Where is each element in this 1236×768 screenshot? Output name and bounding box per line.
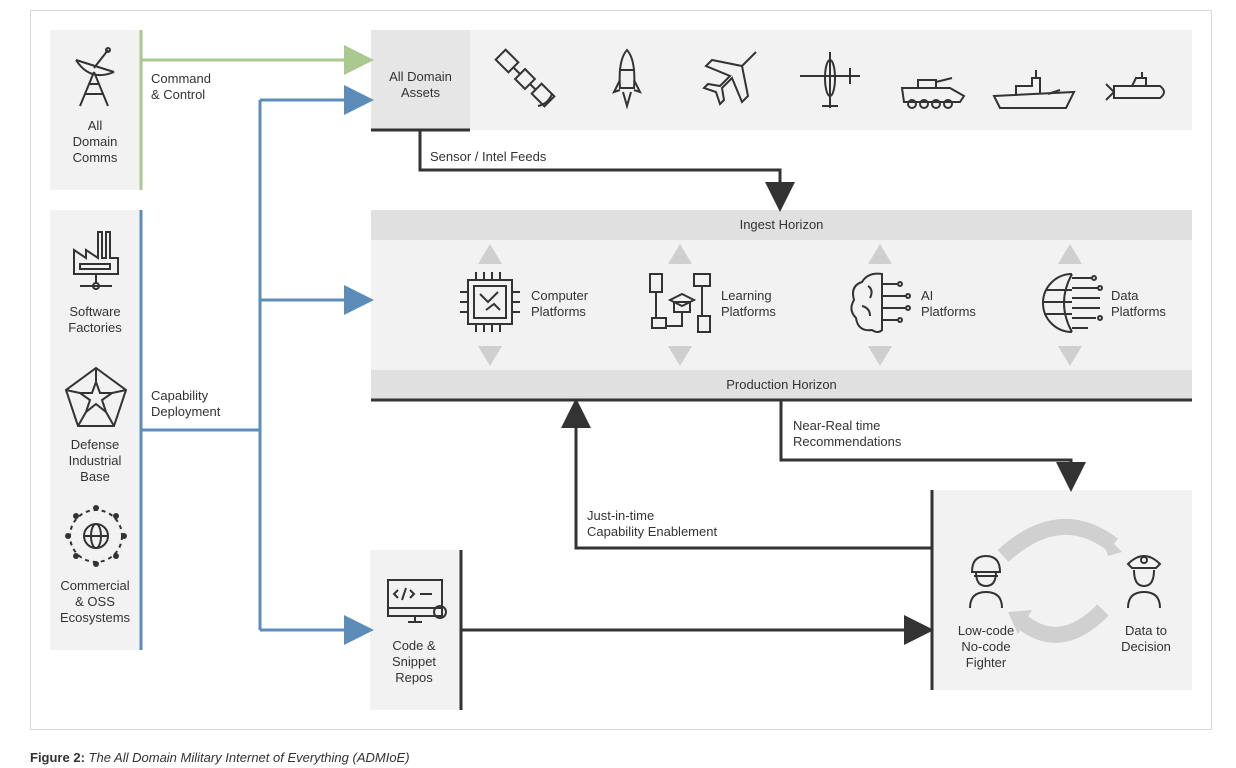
- rocket-icon: [612, 48, 642, 110]
- cycle-arrow-bottom: [1014, 604, 1109, 643]
- factory-icon: [73, 231, 119, 290]
- figure-frame: [30, 10, 1212, 730]
- assets-title-panel: [371, 30, 470, 130]
- command-control-label: Command& Control: [151, 71, 211, 102]
- caption-label: Figure 2:: [30, 750, 85, 765]
- satellite-icon: [494, 48, 556, 108]
- globe-network-icon: [65, 505, 127, 567]
- fighter-jet-icon: [702, 51, 757, 106]
- drone-icon: [800, 52, 860, 108]
- platforms-panel: [371, 210, 1192, 400]
- code-monitor-icon: [387, 579, 447, 623]
- network-learning-icon: [649, 273, 711, 333]
- warship-icon: [992, 70, 1076, 109]
- comms-panel: [50, 30, 140, 190]
- caption-text: The All Domain Military Internet of Ever…: [88, 750, 410, 765]
- pentagon-star-icon: [64, 366, 128, 427]
- sensor-feeds-label: Sensor / Intel Feeds: [430, 149, 547, 164]
- brain-icon: [850, 272, 911, 333]
- armored-vehicle-icon: [900, 77, 966, 109]
- horizon-flow-arrows: [478, 244, 1082, 366]
- cycle-arrow-top: [997, 518, 1118, 563]
- near-real-time-arrow: [779, 400, 1086, 492]
- soldier-helmet-icon: [969, 554, 1003, 609]
- submarine-icon: [1105, 72, 1165, 101]
- repos-panel: [370, 550, 460, 710]
- figure-caption: Figure 2: The All Domain Military Intern…: [30, 750, 410, 765]
- production-horizon-band: Production Horizon: [371, 370, 1192, 400]
- sensor-feed-arrow: [418, 130, 795, 212]
- antenna-icon: [75, 47, 115, 107]
- globe-data-icon: [1042, 273, 1103, 333]
- just-in-time-arrow: [561, 398, 932, 550]
- officer-cap-icon: [1126, 555, 1162, 609]
- ingest-horizon-band: Ingest Horizon: [371, 210, 1192, 240]
- chip-icon: [460, 272, 520, 332]
